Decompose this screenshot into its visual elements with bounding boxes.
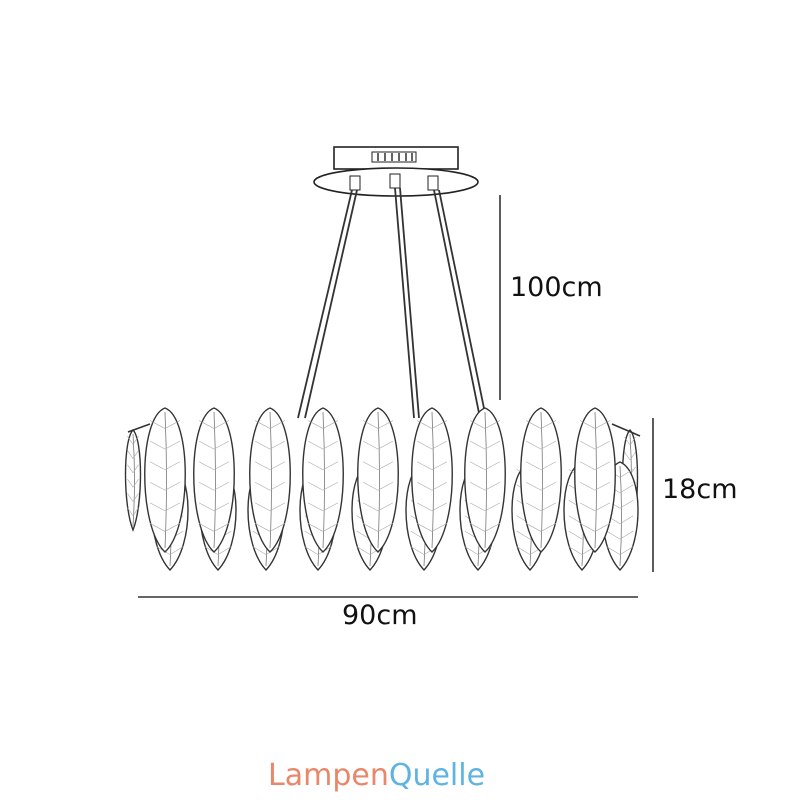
top-leaf-9-barb [580,502,610,512]
top-leaf-7-barb [470,461,500,470]
top-leaf-3-barb [255,420,285,429]
top-leaf-3-barb [255,461,285,470]
bottom-leaf-3-barb [252,546,280,555]
top-leaf-9-vein [594,411,597,549]
top-leaf-4-barb [308,420,338,429]
top-leaf-6-barb [417,440,447,450]
top-leaf-7-vein [484,411,487,549]
top-leaf-2-barb [199,420,229,429]
top-leaf-9-barb [580,523,610,532]
suspension-height-label: 100cm [510,272,603,303]
side-leaf-left-barb [127,478,139,488]
top-leaf-8-barb [526,420,556,429]
top-leaf-2-barb [199,502,229,512]
top-leaf-8-barb [526,461,556,470]
top-leaf-6-barb [417,482,447,491]
side-leaf-right-barb [624,436,636,446]
top-leaf-4-barb [308,502,338,512]
top-leaf-8-barb [526,502,556,512]
top-leaf-1-barb [150,461,180,470]
top-leaf-1-barb [150,482,180,491]
top-leaf-1-vein [164,411,167,549]
top-leaf-4-barb [308,461,338,470]
side-leaf-left-barb [127,436,139,445]
suspension-cables [297,187,487,419]
top-leaf-4-barb [308,440,338,450]
ring-frame [127,423,641,437]
top-leaf-2-barb [199,440,229,450]
top-leaf-8-barb [526,482,556,491]
top-leaf-8-vein [540,411,543,549]
top-leaf-5-barb [363,502,393,512]
fixture-width-label: 90cm [342,600,418,631]
top-leaf-2-barb [199,461,229,470]
top-leaf-6-vein [431,411,434,549]
top-leaf-1-barb [150,420,180,429]
top-leaf-9-barb [580,420,610,429]
fixture-height-label: 18cm [662,474,738,505]
top-leaf-7-barb [470,523,500,532]
top-leaf-2-barb [199,523,229,532]
bottom-leaf-2-barb [204,546,232,555]
brand-logo: LampenQuelle [268,758,485,793]
top-leaf-8-barb [526,523,556,532]
top-leaf-9-barb [580,482,610,491]
top-leaf-3-barb [255,502,285,512]
top-leaf-5-barb [363,440,393,450]
top-leaf-5-barb [363,523,393,532]
top-leaf-1-barb [150,440,180,450]
top-leaf-7-barb [470,440,500,450]
top-leaf-4-vein [322,411,325,549]
top-leaf-7-barb [470,420,500,429]
top-leaf-3-vein [269,411,272,549]
top-leaf-1-barb [150,523,180,532]
top-leaf-5-barb [363,482,393,491]
feather-leaves-group [124,407,641,572]
top-leaf-6-barb [417,461,447,470]
top-leaf-1-barb [150,502,180,512]
top-leaf-6-barb [417,420,447,429]
top-leaf-9-barb [580,440,610,450]
top-leaf-7-barb [470,502,500,512]
side-leaf-left-barb [127,493,139,502]
top-leaf-2-barb [199,482,229,491]
top-leaf-5-barb [363,420,393,429]
bottom-leaf-10-vein [619,465,622,567]
ceiling-canopy [313,146,479,197]
dimension-lines [138,195,654,598]
top-leaf-4-barb [308,482,338,491]
top-leaf-4-barb [308,523,338,532]
top-leaf-2-vein [213,411,216,549]
side-leaf-left-barb [127,507,139,516]
top-leaf-8-barb [526,440,556,450]
top-leaf-3-barb [255,523,285,532]
top-leaf-5-vein [377,411,380,549]
logo-part-lampen: Lampen [268,758,389,793]
top-leaf-6-barb [417,523,447,532]
bottom-leaf-10-barb [606,530,634,540]
top-leaf-3-barb [255,440,285,450]
top-leaf-7-barb [470,482,500,491]
top-leaf-5-barb [363,461,393,470]
side-leaf-left-barb [127,450,139,459]
side-leaf-left [124,429,142,532]
side-leaf-right-barb [624,451,636,461]
top-leaf-3-barb [255,482,285,491]
top-leaf-9-barb [580,461,610,470]
logo-part-quelle: Quelle [388,758,486,793]
bottom-leaf-10-barb [606,546,634,555]
side-leaf-left-barb [127,464,139,474]
top-leaf-6-barb [417,502,447,512]
